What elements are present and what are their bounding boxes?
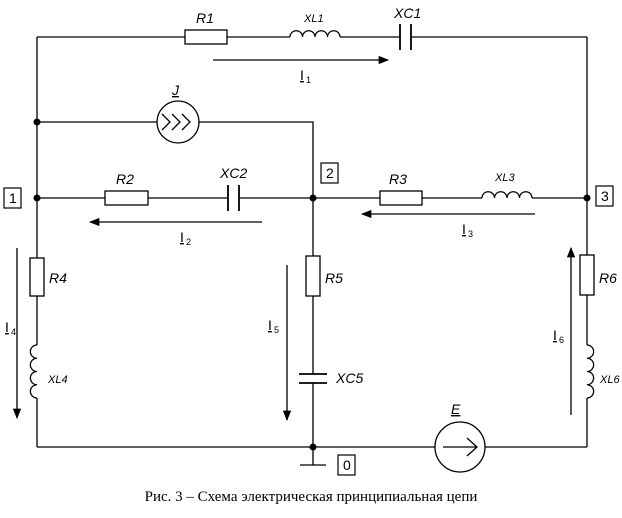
label-r3: R3 xyxy=(389,171,407,187)
svg-text:3: 3 xyxy=(601,188,609,204)
junction-dot xyxy=(33,194,41,202)
svg-text:5: 5 xyxy=(274,325,279,335)
capacitor-xc5 xyxy=(299,373,327,384)
junction-dot xyxy=(33,118,41,126)
svg-text:2: 2 xyxy=(326,165,334,181)
node-label-3: 3 xyxy=(595,185,614,207)
resistor-r4 xyxy=(29,257,45,297)
voltage-source-e xyxy=(434,421,486,473)
label-r1: R1 xyxy=(196,10,214,26)
inductor-xl4 xyxy=(29,344,38,399)
svg-text:I: I xyxy=(5,319,9,335)
circuit-schematic: R1 XL1 XC1 J R2 XC2 R3 XL3 R4 XL4 R5 XC5… xyxy=(3,5,620,476)
svg-text:I: I xyxy=(462,221,466,237)
svg-text:1: 1 xyxy=(306,75,311,85)
junction-dot xyxy=(309,194,317,202)
current-label-i1: I 1 xyxy=(300,67,311,85)
wires xyxy=(36,36,588,466)
label-r2: R2 xyxy=(116,171,134,187)
label-xl3: XL3 xyxy=(494,172,515,184)
inductor-xl1 xyxy=(289,30,341,38)
inductor-xl6 xyxy=(586,344,595,399)
svg-text:1: 1 xyxy=(9,190,17,206)
svg-text:I: I xyxy=(553,327,557,343)
capacitor-xc2 xyxy=(227,185,240,211)
svg-text:2: 2 xyxy=(186,237,191,247)
resistor-r5 xyxy=(305,255,321,297)
resistor-r2 xyxy=(104,190,149,206)
svg-text:0: 0 xyxy=(343,457,351,473)
label-xc2: XC2 xyxy=(219,165,247,181)
label-xc5: XC5 xyxy=(335,370,363,386)
svg-text:I: I xyxy=(268,317,272,333)
figure-caption: Рис. 3 – Схема электрическая принципиаль… xyxy=(144,489,478,505)
junctions xyxy=(33,118,591,451)
svg-text:3: 3 xyxy=(468,229,473,239)
svg-text:6: 6 xyxy=(559,335,564,345)
node-label-2: 2 xyxy=(320,162,339,184)
label-xl6: XL6 xyxy=(599,374,620,386)
svg-text:I: I xyxy=(300,67,304,83)
capacitor-xc1 xyxy=(399,24,412,50)
current-label-i2: I 2 xyxy=(180,229,191,247)
label-j: J xyxy=(171,82,180,98)
current-label-i4: I 4 xyxy=(5,319,16,337)
svg-text:4: 4 xyxy=(11,327,16,337)
junction-dot xyxy=(309,443,317,451)
label-xl4: XL4 xyxy=(47,374,68,386)
resistor-r3 xyxy=(379,190,423,206)
label-xl1: XL1 xyxy=(303,13,324,25)
resistor-r6 xyxy=(579,254,595,296)
label-r4: R4 xyxy=(49,270,67,286)
label-e: E xyxy=(451,401,461,417)
current-label-i5: I 5 xyxy=(268,317,279,335)
resistor-r1 xyxy=(184,29,228,45)
node-label-1: 1 xyxy=(3,187,22,209)
current-source-j xyxy=(156,100,200,144)
svg-text:I: I xyxy=(180,229,184,245)
label-r5: R5 xyxy=(325,270,343,286)
current-label-i6: I 6 xyxy=(553,327,564,345)
inductor-xl3 xyxy=(481,191,533,199)
junction-dot xyxy=(583,194,591,202)
label-xc1: XC1 xyxy=(393,5,421,21)
node-label-0: 0 xyxy=(337,454,356,476)
current-label-i3: I 3 xyxy=(462,221,473,239)
label-r6: R6 xyxy=(599,270,617,286)
